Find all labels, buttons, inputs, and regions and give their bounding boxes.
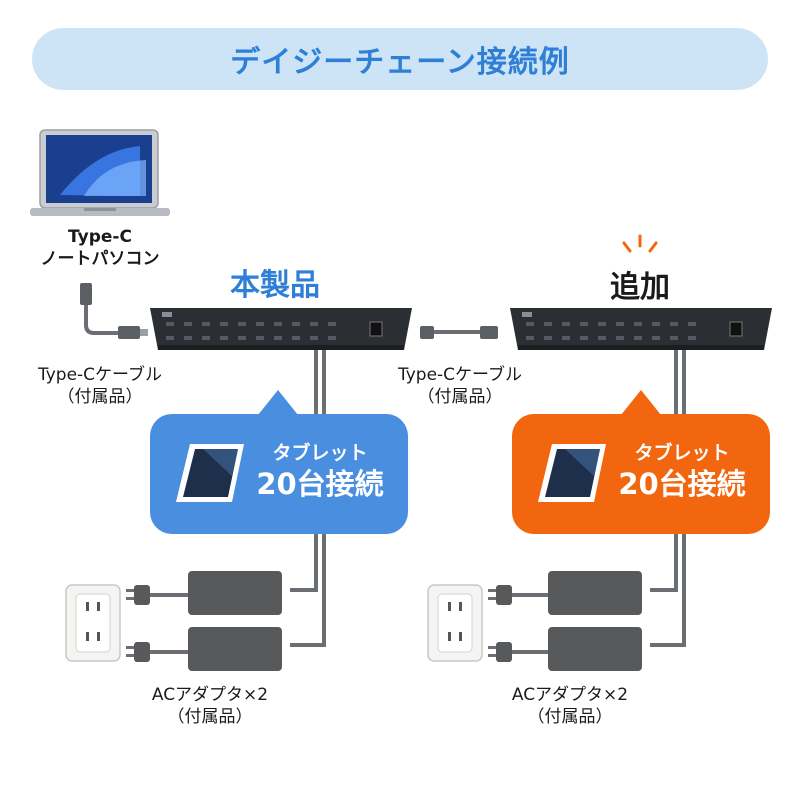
adapter-label-left-line1: ACアダプタ×2 [151,685,269,705]
laptop-label-line1: Type-C [68,227,132,247]
cable-label-right: Type-Cケーブル （付属品） [380,364,540,408]
add-label: 追加 [610,270,670,305]
product-label: 本製品 [230,268,320,303]
callout-right-line1: タブレット [634,442,730,464]
adapter-label-right-line1: ACアダプタ×2 [511,685,629,705]
usb-hub-icon [510,308,772,350]
cable-label-right-line2: （付属品） [417,387,503,407]
tablet-icon [538,444,606,502]
callout-tail [621,390,661,415]
callout-left-line1: タブレット [272,442,368,464]
power-plugs [126,585,548,662]
sparkle-icon [622,234,658,253]
cable-label-right-line1: Type-Cケーブル [397,365,523,385]
adapter-label-left-line2: （付属品） [167,707,253,727]
wall-outlet-icon [427,584,483,662]
adapter-label-right-line2: （付属品） [527,707,613,727]
callout-right-line2: 20台接続 [618,467,746,501]
callout-tail [258,390,298,415]
tablet-icon [176,444,244,502]
callout-left-line2: 20台接続 [256,467,384,501]
laptop-cable [80,283,148,339]
cable-label-left: Type-Cケーブル （付属品） [20,364,180,408]
title-banner: デイジーチェーン接続例 [32,28,768,90]
cable-label-left-line2: （付属品） [57,387,143,407]
adapter-label-left: ACアダプタ×2 （付属品） [120,684,300,728]
laptop-label: Type-C ノートパソコン [30,226,170,270]
ac-adapter-icon [188,571,282,671]
cable-label-left-line1: Type-Cケーブル [37,365,163,385]
adapter-label-right: ACアダプタ×2 （付属品） [480,684,660,728]
page-title: デイジーチェーン接続例 [230,45,570,80]
callout-right: タブレット 20台接続 [612,440,752,502]
hub-link-cable [420,326,498,339]
callout-left: タブレット 20台接続 [250,440,390,502]
laptop-label-line2: ノートパソコン [40,249,160,269]
ac-adapter-icon [548,571,642,671]
usb-hub-icon [150,308,412,350]
laptop-icon [30,129,170,216]
wall-outlet-icon [65,584,121,662]
